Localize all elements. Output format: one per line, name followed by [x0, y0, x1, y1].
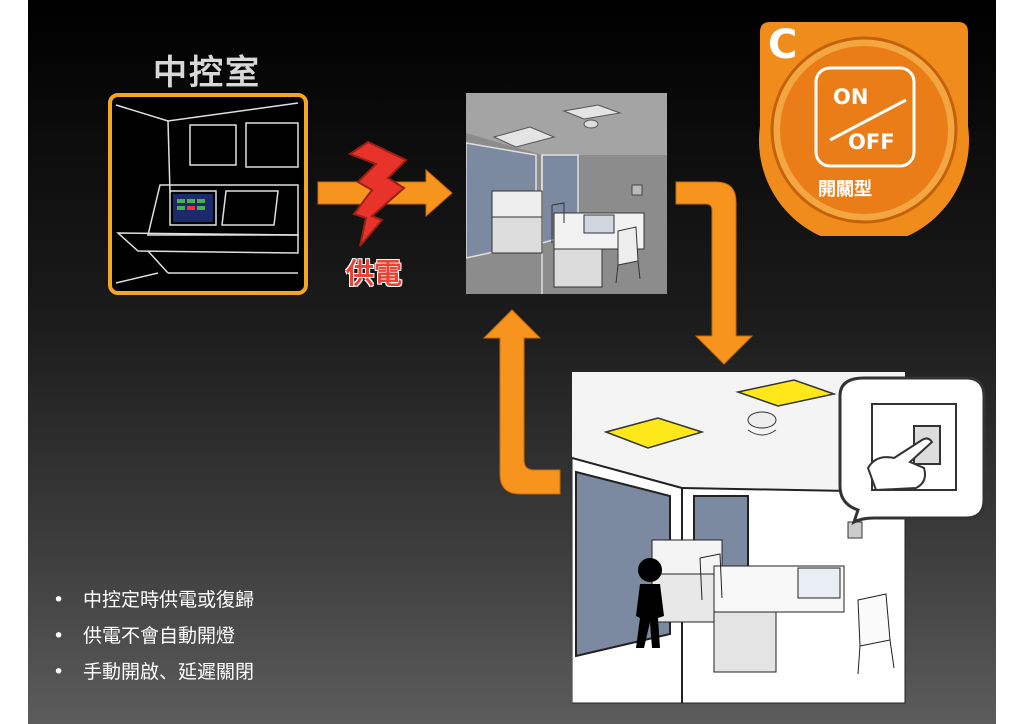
bullet-item: 中控定時供電或復歸 — [53, 582, 254, 618]
office-lit-illustration — [572, 372, 906, 704]
down-arrow — [675, 181, 754, 365]
hand-switch-icon — [838, 376, 986, 525]
office-dark-illustration — [466, 93, 667, 294]
control-room-illustration — [108, 93, 308, 295]
switch-type-label: 開關型 — [818, 179, 872, 200]
lightning-bolt-icon — [347, 140, 408, 247]
bullet-item: 供電不會自動開燈 — [53, 618, 254, 654]
person-icon — [636, 558, 664, 648]
off-label: OFF — [848, 130, 895, 154]
page-title: 中控室 — [153, 53, 261, 93]
bullet-item: 手動開啟、延遲關閉 — [53, 654, 254, 690]
bullet-list: 中控定時供電或復歸 供電不會自動開燈 手動開啟、延遲關閉 — [53, 582, 254, 690]
badge-letter: C — [768, 22, 798, 68]
power-label: 供電 — [346, 257, 403, 290]
on-label: ON — [833, 85, 869, 109]
switch-type-badge — [759, 22, 969, 236]
return-arrow — [482, 309, 561, 495]
slide: 中控室 供電 — [28, 0, 996, 724]
